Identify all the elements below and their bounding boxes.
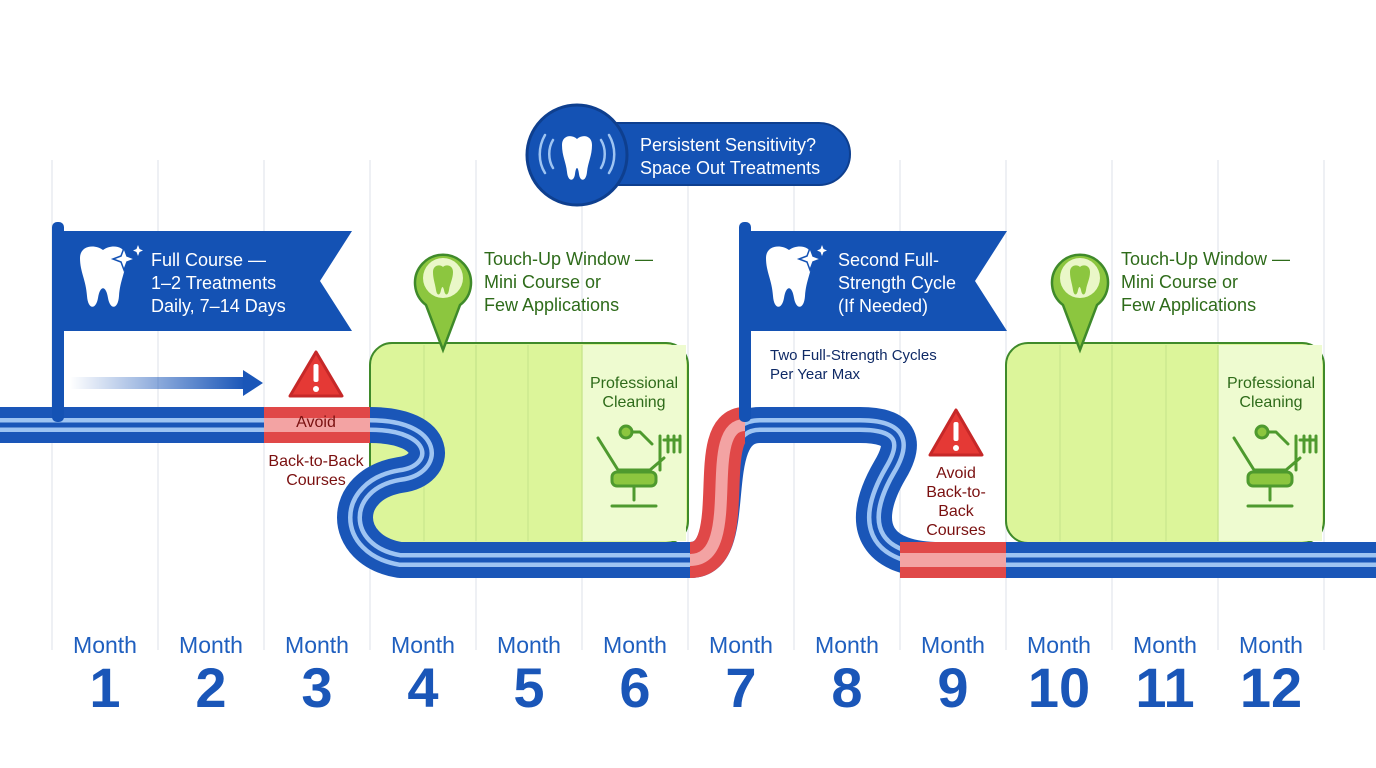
month-label: Month: [1027, 632, 1091, 658]
touch-up-window-2: [1005, 342, 1325, 544]
month-label: Month: [1133, 632, 1197, 658]
flag-banner: [64, 231, 352, 331]
month-number: 2: [195, 656, 226, 719]
dental-chair-icon: [1232, 424, 1318, 508]
month-label: Month: [391, 632, 455, 658]
arrow-shaft: [70, 377, 245, 389]
flag1-line-2: 1–2 Treatments: [151, 273, 276, 293]
touch-up-pin-1: [413, 253, 473, 354]
flag2-line-3: (If Needed): [838, 296, 928, 316]
month-number: 7: [725, 656, 756, 719]
cleaning2-line-2: Cleaning: [1239, 394, 1302, 411]
month-label: Month: [73, 632, 137, 658]
tooth-icon: [433, 265, 453, 295]
month-label: Month: [497, 632, 561, 658]
warning2-line-4: Courses: [926, 522, 986, 539]
callout-line-1: Persistent Sensitivity?: [640, 135, 816, 155]
month-label: Month: [921, 632, 985, 658]
month-number: 11: [1135, 656, 1194, 719]
sensitive-tooth-icon: [538, 133, 616, 180]
dental-chair-icon: [596, 424, 682, 508]
tooth-sparkle-icon: [80, 245, 143, 307]
flag-pole: [739, 222, 751, 422]
warning2-line-1: Avoid: [936, 465, 976, 482]
callout-line-2: Space Out Treatments: [640, 158, 820, 178]
month-number: 3: [301, 656, 332, 719]
cleaning1-line-2: Cleaning: [602, 394, 665, 411]
avoid-segments: [264, 407, 1006, 578]
warning2-line-3: Back: [938, 503, 975, 520]
window1-line-3: Few Applications: [484, 295, 619, 315]
cleaning2-line-1: Professional: [1227, 375, 1315, 392]
warning2-line-2: Back-to-: [926, 484, 986, 501]
warning1-top: Avoid: [296, 414, 336, 431]
sensitivity-callout: Persistent Sensitivity? Space Out Treatm…: [525, 103, 851, 207]
warning1-line-1: Back-to-Back: [268, 453, 364, 470]
month-number: 5: [513, 656, 544, 719]
warning1-line-2: Courses: [286, 472, 346, 489]
direction-arrow: [70, 370, 263, 396]
window2-line-3: Few Applications: [1121, 295, 1256, 315]
month-label: Month: [179, 632, 243, 658]
month-label: Month: [603, 632, 667, 658]
warning-icon-1: [288, 350, 344, 398]
second-cycle-flag: Second Full- Strength Cycle (If Needed): [739, 222, 1007, 422]
month-label: Month: [815, 632, 879, 658]
flag1-line-3: Daily, 7–14 Days: [151, 296, 286, 316]
avoid-segment-3-inner: [900, 553, 1006, 567]
avoid-segment-2-inner: [689, 419, 747, 566]
flag1-line-1: Full Course —: [151, 250, 266, 270]
month-axis: Month 1 Month 2 Month 3 Month 4 Month 5 …: [73, 632, 1303, 719]
month-label: Month: [709, 632, 773, 658]
max-cycles-note-line-1: Two Full-Strength Cycles: [770, 347, 937, 364]
window1-line-2: Mini Course or: [484, 272, 601, 292]
avoid-segment-1-inner: [264, 418, 370, 432]
full-course-flag: Full Course — 1–2 Treatments Daily, 7–14…: [52, 222, 352, 422]
warning-icon-2: [928, 408, 984, 457]
flag-pole: [52, 222, 64, 422]
month-number: 12: [1240, 656, 1302, 719]
window1-line-1: Touch-Up Window —: [484, 249, 653, 269]
max-cycles-note-line-2: Per Year Max: [770, 366, 861, 383]
window2-line-1: Touch-Up Window —: [1121, 249, 1290, 269]
tooth-sparkle-icon: [766, 245, 827, 307]
window2-line-2: Mini Course or: [1121, 272, 1238, 292]
tooth-icon: [1070, 265, 1090, 295]
arrow-head-icon: [243, 370, 263, 396]
month-number: 9: [937, 656, 968, 719]
month-number: 6: [619, 656, 650, 719]
touch-up-pin-2: [1050, 253, 1110, 354]
flag2-line-2: Strength Cycle: [838, 273, 956, 293]
month-label: Month: [285, 632, 349, 658]
month-number: 1: [89, 656, 120, 719]
month-number: 4: [407, 656, 438, 719]
cleaning1-line-1: Professional: [590, 375, 678, 392]
flag2-line-1: Second Full-: [838, 250, 939, 270]
month-number: 10: [1028, 656, 1090, 719]
touch-up-window-1: [369, 342, 689, 544]
month-number: 8: [831, 656, 862, 719]
month-label: Month: [1239, 632, 1303, 658]
